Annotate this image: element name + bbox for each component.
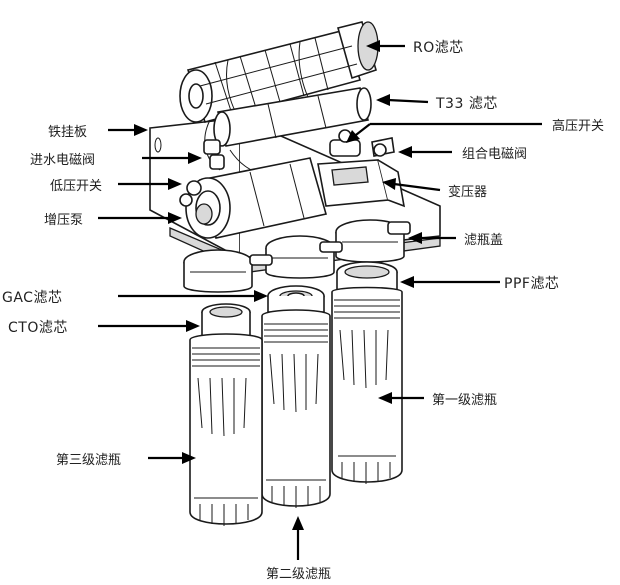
callout-arrows [98, 40, 542, 560]
arrowhead-third-stage [182, 452, 196, 464]
arrowhead-iron-plate [134, 124, 148, 136]
label-second-stage-bottle: 第二级滤瓶 [266, 567, 331, 582]
arrow-transformer [393, 182, 441, 192]
t33-filter [213, 87, 372, 147]
arrowhead-ro [366, 40, 380, 52]
label-t33-filter: T33 滤芯 [435, 96, 498, 112]
label-cto-filter: CTO滤芯 [8, 320, 68, 336]
transformer [317, 159, 406, 208]
arrowhead-cto [186, 320, 200, 332]
arrowhead-second-stage [292, 516, 304, 530]
arrow-t33 [387, 98, 429, 104]
third-stage-bottle [189, 333, 263, 526]
label-gac-filter: GAC滤芯 [2, 290, 62, 306]
arrowhead-ppf [400, 276, 414, 288]
label-third-stage-bottle: 第三级滤瓶 [56, 453, 121, 468]
label-transformer: 变压器 [448, 184, 487, 200]
arrowhead-inlet-valve [188, 152, 202, 164]
gac-filter-cartridge [267, 285, 325, 313]
callout-labels: RO滤芯 T33 滤芯 高压开关 铁挂板 组合电磁阀 进水电磁阀 低压开关 变压… [2, 40, 604, 582]
label-bottle-cap: 滤瓶盖 [464, 233, 503, 248]
label-ro-filter: RO滤芯 [413, 40, 464, 56]
cto-filter-cartridge [201, 303, 251, 337]
label-low-pressure-switch: 低压开关 [50, 179, 102, 194]
label-booster-pump: 增压泵 [44, 213, 83, 228]
arrowhead-bottle-cap [408, 232, 422, 244]
arrowhead-low-pressure [168, 178, 182, 190]
label-ppf-filter: PPF滤芯 [504, 276, 559, 292]
label-high-pressure-switch: 高压开关 [552, 118, 604, 134]
arrowhead-combined-valve [398, 146, 412, 158]
machine-illustration [149, 21, 441, 526]
label-inlet-solenoid-valve: 进水电磁阀 [30, 153, 95, 168]
arrowhead-t33 [376, 94, 390, 106]
label-combined-solenoid-valve: 组合电磁阀 [462, 147, 527, 162]
first-stage-bottle [331, 286, 403, 484]
label-first-stage-bottle: 第一级滤瓶 [432, 393, 497, 408]
bottle-caps [183, 219, 411, 293]
arrowhead-first-stage [378, 392, 392, 404]
label-iron-hanging-plate: 铁挂板 [48, 125, 87, 140]
arrowhead-booster-pump [168, 212, 182, 224]
arrowhead-transformer [382, 178, 396, 190]
second-stage-bottle [261, 309, 331, 508]
booster-pump [179, 157, 328, 239]
arrowhead-gac [254, 290, 268, 302]
fittings [203, 119, 395, 176]
arrowhead-high-pressure [346, 130, 360, 143]
